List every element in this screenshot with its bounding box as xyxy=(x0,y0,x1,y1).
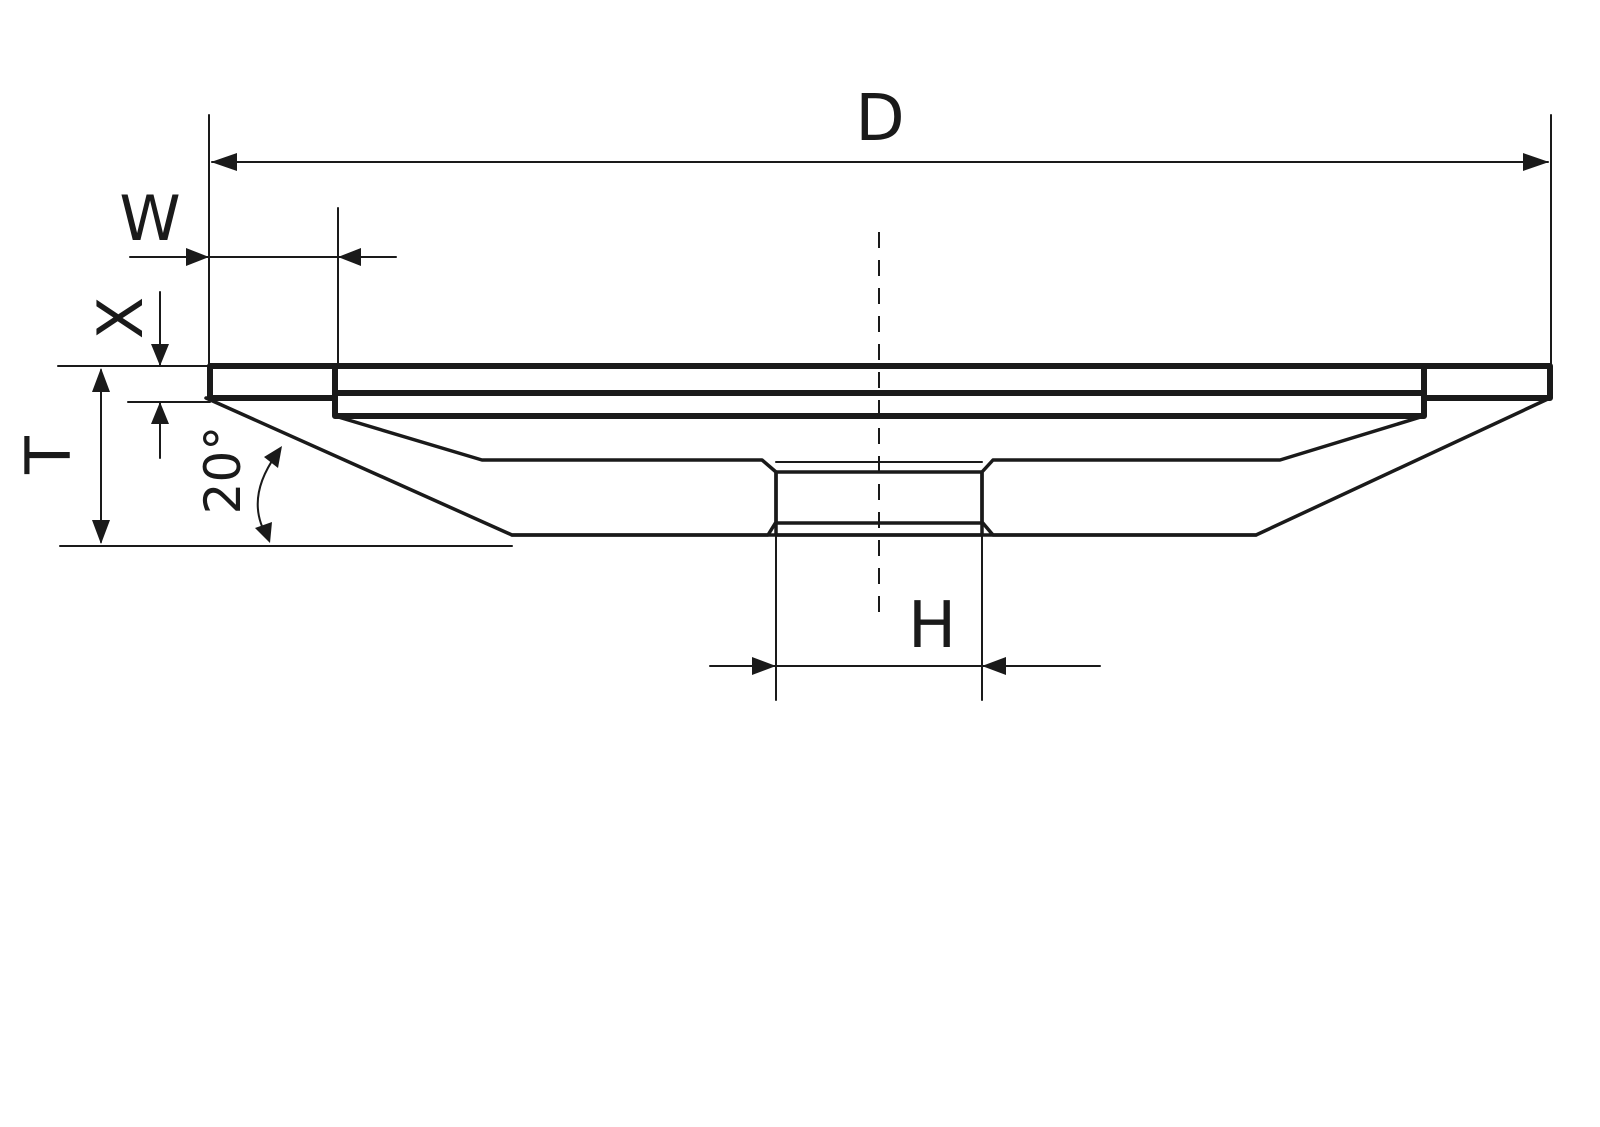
label-w: W xyxy=(119,182,180,255)
label-angle: 20° xyxy=(194,426,252,515)
arrow-t-up-icon xyxy=(92,368,110,392)
arrow-x-down-icon xyxy=(151,344,169,366)
abrasive-layer-right xyxy=(1421,363,1553,401)
abrasive-layer-left xyxy=(207,363,338,401)
dimension-w: W xyxy=(119,182,397,367)
label-d: D xyxy=(855,82,904,156)
label-h: H xyxy=(908,589,956,663)
dimension-h: H xyxy=(709,534,1101,701)
arrow-x-up-icon xyxy=(151,402,169,424)
arrow-right-icon xyxy=(1523,153,1549,171)
label-x: X xyxy=(84,297,157,339)
dimension-d: D xyxy=(208,82,1552,367)
arrow-w-right-icon xyxy=(338,248,361,266)
arrow-t-down-icon xyxy=(92,520,110,544)
arrow-w-left-icon xyxy=(186,248,209,266)
arrow-h-left-icon xyxy=(752,657,776,675)
arrow-angle-top-icon xyxy=(264,446,282,468)
dimension-x: X xyxy=(57,291,211,459)
arrow-angle-bottom-icon xyxy=(255,522,272,543)
dimension-t: T xyxy=(12,368,513,547)
dimension-angle: 20° xyxy=(194,426,282,543)
label-t: T xyxy=(12,435,85,475)
arrow-left-icon xyxy=(211,153,237,171)
wheel-body xyxy=(204,363,1552,537)
arrow-h-right-icon xyxy=(982,657,1006,675)
